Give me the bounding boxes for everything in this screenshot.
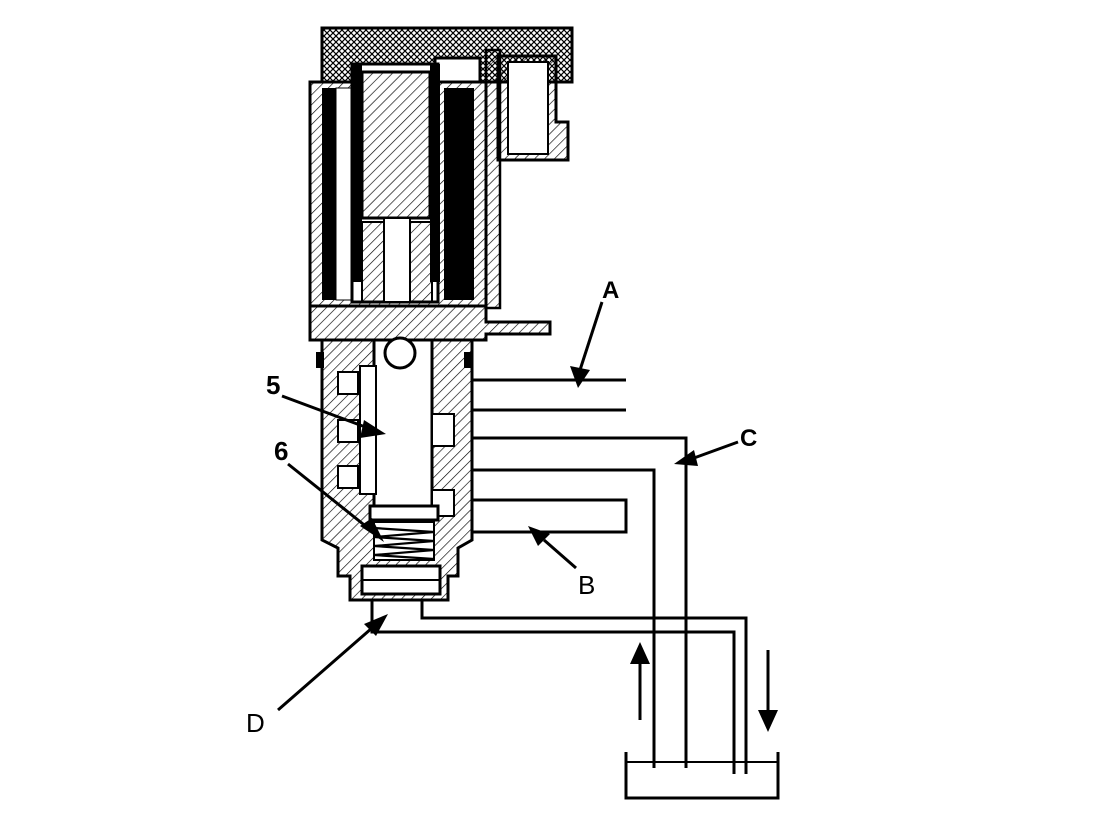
label-6: 6: [274, 436, 288, 466]
label-a: A: [602, 277, 619, 304]
armature: [352, 64, 440, 303]
valve-body: [316, 336, 474, 602]
label-d: D: [246, 708, 265, 738]
passage-c: [472, 436, 688, 768]
label-5: 5: [266, 370, 280, 400]
label-c: C: [740, 425, 757, 452]
flow-up-arrow: [630, 642, 650, 720]
leader-arrow-6: [287, 462, 384, 542]
passage-a: [472, 378, 626, 412]
flow-down-arrow: [758, 650, 778, 732]
leader-arrow-d: [277, 614, 388, 712]
return-spring: [373, 521, 435, 561]
leader-arrow-a: [570, 301, 604, 388]
reservoir: [624, 752, 780, 800]
electrical-connector: [484, 48, 570, 310]
leader-arrow-5: [281, 394, 386, 438]
label-b: B: [578, 570, 595, 600]
passage-b: [472, 498, 628, 534]
mounting-flange: [308, 304, 552, 342]
passage-d: [370, 600, 748, 774]
leader-arrow-b: [528, 526, 577, 570]
leader-arrow-c: [674, 440, 739, 466]
